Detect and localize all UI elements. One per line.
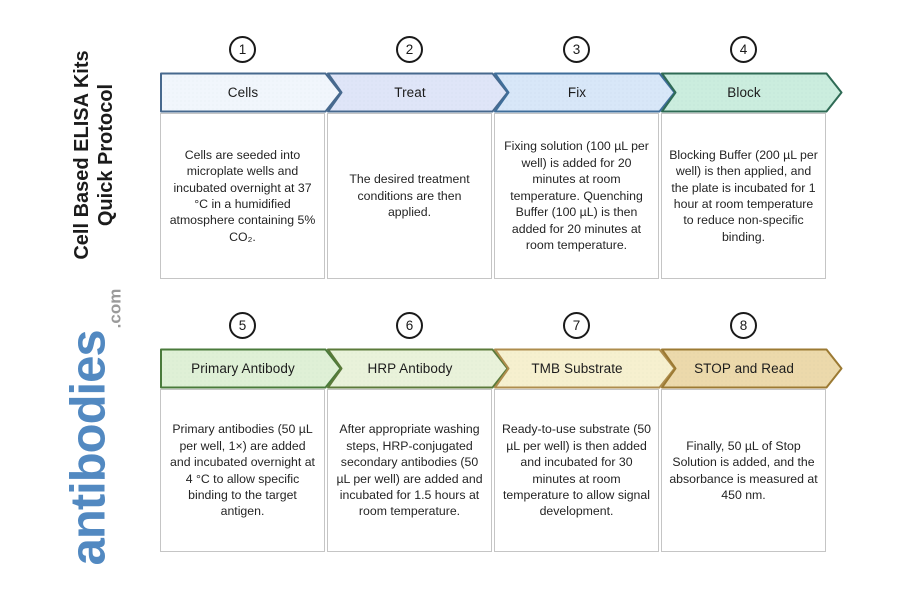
arrow-shape-svg	[494, 72, 676, 113]
step-number-badge: 5	[229, 312, 256, 339]
step-description: Primary antibodies (50 µL per well, 1×) …	[160, 389, 325, 552]
arrow-shape-svg	[661, 72, 843, 113]
arrow-shape-svg	[327, 72, 509, 113]
step-description: Ready-to-use substrate (50 µL per well) …	[494, 389, 659, 552]
step-label: Primary Antibody	[191, 361, 295, 376]
step-label: Treat	[394, 85, 426, 100]
step-description: The desired treatment conditions are the…	[327, 113, 492, 279]
step-number-badge: 7	[563, 312, 590, 339]
step-arrow: Fix	[494, 72, 676, 113]
step-number-badge: 2	[396, 36, 423, 63]
step-description: Finally, 50 µL of Stop Solution is added…	[661, 389, 826, 552]
step-number-badge: 1	[229, 36, 256, 63]
step-arrow: Cells	[160, 72, 342, 113]
step-arrow: Block	[661, 72, 843, 113]
arrow-shape-svg	[661, 348, 843, 389]
step-arrow: Primary Antibody	[160, 348, 342, 389]
arrow-shape-svg	[160, 348, 342, 389]
arrow-shape-svg	[494, 348, 676, 389]
brand-wordmark: antibodies	[61, 330, 116, 566]
step-description: Cells are seeded into microplate wells a…	[160, 113, 325, 279]
step-arrow: HRP Antibody	[327, 348, 509, 389]
page-title-line2: Quick Protocol	[95, 83, 117, 227]
brand-suffix: .com	[105, 288, 125, 329]
step-arrow: TMB Substrate	[494, 348, 676, 389]
step-description: After appropriate washing steps, HRP-con…	[327, 389, 492, 552]
page-title-line1: Cell Based ELISA Kits	[71, 50, 93, 260]
step-arrow: Treat	[327, 72, 509, 113]
arrow-shape-svg	[160, 72, 342, 113]
arrow-shape-svg	[327, 348, 509, 389]
step-label: TMB Substrate	[531, 361, 623, 376]
step-label: Cells	[227, 85, 259, 100]
step-label: STOP and Read	[694, 361, 794, 376]
step-description: Blocking Buffer (200 µL per well) is the…	[661, 113, 826, 279]
brand-logo: antibodies.com	[61, 289, 126, 566]
step-number-badge: 8	[730, 312, 757, 339]
step-number-badge: 3	[563, 36, 590, 63]
step-label: Block	[727, 85, 761, 100]
step-arrow: STOP and Read	[661, 348, 843, 389]
page-title: Cell Based ELISA Kits Quick Protocol	[70, 50, 118, 259]
step-number-badge: 4	[730, 36, 757, 63]
step-number-badge: 6	[396, 312, 423, 339]
step-description: Fixing solution (100 µL per well) is add…	[494, 113, 659, 279]
step-label: HRP Antibody	[367, 361, 453, 376]
step-label: Fix	[567, 85, 587, 100]
